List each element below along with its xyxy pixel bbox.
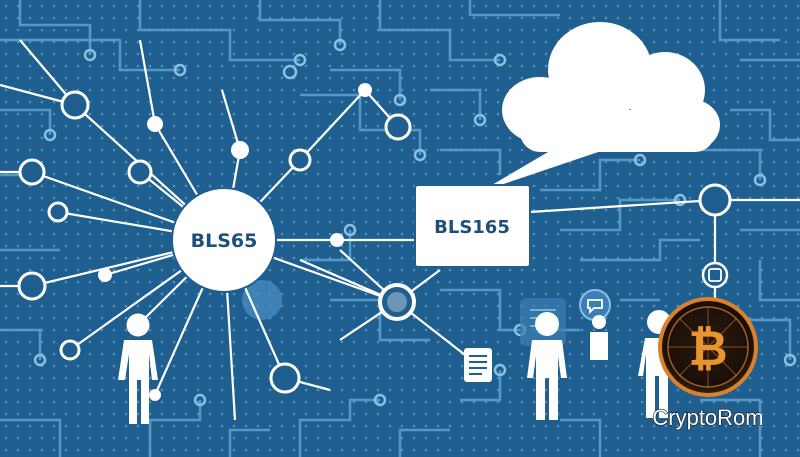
node: [149, 389, 161, 401]
node: [358, 83, 372, 97]
chat-badge-icon: [579, 289, 611, 321]
node-core: [387, 292, 407, 312]
glow-circle: [242, 280, 282, 320]
node: [269, 362, 301, 394]
hub-box: [414, 184, 531, 268]
node: [17, 271, 47, 301]
node: [98, 268, 112, 282]
hub-bls165-label: BLS165: [434, 217, 510, 238]
watermark-logo-text: CryptoRom: [652, 405, 763, 430]
document-icon: [464, 348, 492, 382]
bitcoin-symbol: ₿: [688, 321, 727, 377]
node: [147, 116, 163, 132]
person-figure-center: [527, 312, 567, 420]
node: [330, 233, 344, 247]
node: [60, 90, 90, 120]
node: [231, 141, 249, 159]
node: [698, 183, 732, 217]
chip-badge-icon: [701, 261, 729, 289]
node: [18, 158, 46, 186]
node: [59, 339, 81, 361]
person-figure-small: [590, 315, 608, 360]
hub-bls65-label: BLS65: [191, 230, 258, 252]
cloud-icon: [480, 22, 720, 192]
hub-bls65: BLS65: [171, 187, 277, 293]
hub-circle: [171, 187, 277, 293]
node: [378, 283, 416, 321]
node: [288, 148, 312, 172]
hub-bls165: BLS165: [414, 184, 531, 268]
node: [47, 201, 69, 223]
node: [384, 113, 412, 141]
bitcoin-coin-icon: ₿: [658, 297, 758, 397]
person-figure-left: [118, 314, 158, 424]
node: [127, 159, 153, 185]
